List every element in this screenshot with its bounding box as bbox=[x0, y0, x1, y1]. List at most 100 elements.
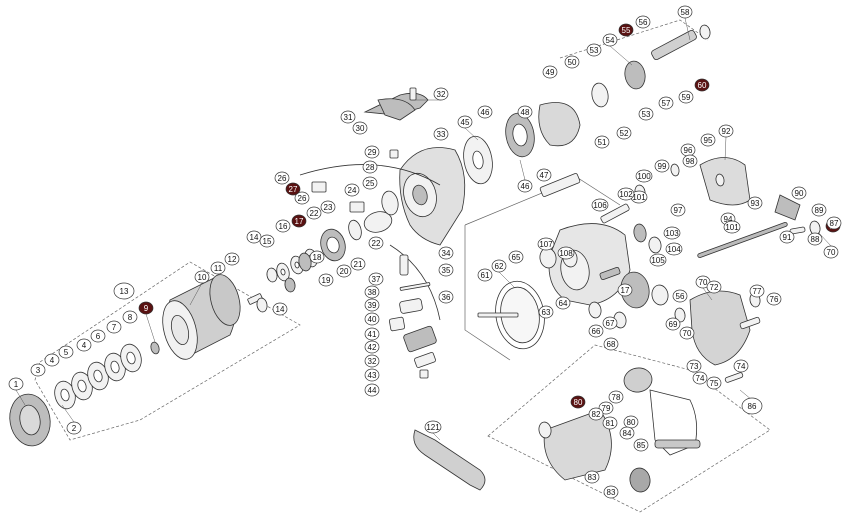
part-label-106: 106 bbox=[591, 198, 609, 212]
part-label-text: 24 bbox=[348, 186, 357, 195]
pinion-group-line bbox=[559, 19, 709, 59]
part-label-67: 67 bbox=[602, 316, 618, 330]
part-label-text: 43 bbox=[368, 371, 377, 380]
part-label-badge bbox=[678, 90, 694, 104]
part-label-95: 95 bbox=[700, 133, 716, 147]
screw-43 bbox=[419, 369, 429, 379]
part-label-badge bbox=[638, 107, 654, 121]
part-label-badge bbox=[364, 340, 380, 354]
screw-74 bbox=[739, 316, 761, 330]
part-label-text: 9 bbox=[144, 304, 149, 313]
part-label-text: 39 bbox=[368, 301, 377, 310]
part-label-text: 14 bbox=[250, 233, 259, 242]
part-label-74: 74 bbox=[692, 371, 708, 385]
part-label-text: 46 bbox=[481, 108, 490, 117]
part-label-19: 19 bbox=[318, 273, 334, 287]
part-label-text: 83 bbox=[607, 488, 616, 497]
oscillation-washer bbox=[651, 284, 669, 306]
part-label-105: 105 bbox=[649, 253, 667, 267]
part-label-badge bbox=[8, 377, 24, 391]
part-label-48: 48 bbox=[517, 105, 533, 119]
part-label-badge bbox=[344, 183, 360, 197]
part-label-text: 63 bbox=[542, 308, 551, 317]
screw-74b bbox=[724, 372, 744, 383]
part-label-badge bbox=[635, 169, 653, 183]
line-roller-shaft-37 bbox=[399, 254, 409, 276]
part-label-text: 77 bbox=[753, 287, 762, 296]
part-label-badge bbox=[224, 252, 240, 266]
part-label-56: 56 bbox=[635, 15, 651, 29]
part-label-text: 85 bbox=[637, 441, 646, 450]
part-label-badge bbox=[602, 316, 618, 330]
leader-line-8 bbox=[684, 17, 691, 41]
handle-cap-85 bbox=[629, 467, 651, 493]
part-label-badge bbox=[665, 242, 683, 256]
part-label-17: 17 bbox=[617, 283, 633, 297]
part-label-66: 66 bbox=[588, 324, 604, 338]
part-label-badge bbox=[807, 232, 823, 246]
part-label-92: 92 bbox=[718, 124, 734, 138]
part-label-badge bbox=[438, 290, 454, 304]
part-label-badge bbox=[586, 43, 602, 57]
part-label-49: 49 bbox=[542, 65, 558, 79]
part-label-108: 108 bbox=[557, 246, 575, 260]
part-label-text: 27 bbox=[289, 185, 298, 194]
part-label-badge bbox=[294, 191, 310, 205]
part-label-text: 20 bbox=[340, 267, 349, 276]
part-label-badge bbox=[106, 320, 122, 334]
leader-line-5 bbox=[464, 127, 479, 141]
part-label-badge bbox=[747, 196, 763, 210]
part-label-text: 70 bbox=[699, 278, 708, 287]
part-label-badge bbox=[588, 407, 604, 421]
part-label-text: 53 bbox=[642, 110, 651, 119]
part-label-78: 78 bbox=[608, 390, 624, 404]
drag-washer-hole-4 bbox=[126, 351, 136, 365]
part-label-text: 93 bbox=[751, 199, 760, 208]
leader-line-0 bbox=[15, 389, 26, 406]
part-label-25: 25 bbox=[362, 176, 378, 190]
washer-26 bbox=[311, 181, 327, 193]
part-label-text: 5 bbox=[64, 348, 69, 357]
part-label-badge bbox=[537, 237, 555, 251]
part-label-4: 4 bbox=[76, 338, 92, 352]
part-label-text: 104 bbox=[667, 245, 681, 254]
part-label-text: 47 bbox=[540, 171, 549, 180]
part-label-15: 15 bbox=[259, 234, 275, 248]
part-label-badge bbox=[591, 198, 609, 212]
part-label-text: 86 bbox=[748, 402, 757, 411]
part-label-41: 41 bbox=[364, 327, 380, 341]
part-label-98: 98 bbox=[682, 154, 698, 168]
part-label-badge bbox=[477, 105, 493, 119]
part-label-badge bbox=[564, 55, 580, 69]
bearing-retainer-49 bbox=[538, 102, 581, 147]
part-label-26: 26 bbox=[274, 171, 290, 185]
part-label-text: 38 bbox=[368, 288, 377, 297]
leader-line-14 bbox=[724, 136, 727, 161]
part-label-text: 70 bbox=[683, 329, 692, 338]
pinion-shaft-57 bbox=[651, 29, 697, 61]
part-label-40: 40 bbox=[364, 312, 380, 326]
part-label-23: 23 bbox=[320, 200, 336, 214]
part-label-text: 16 bbox=[279, 222, 288, 231]
parts-layer bbox=[9, 19, 821, 513]
part-label-text: 56 bbox=[639, 18, 648, 27]
part-label-text: 95 bbox=[704, 136, 713, 145]
part-label-2: 2 bbox=[66, 421, 82, 435]
leader-line-6 bbox=[519, 159, 526, 181]
part-label-text: 35 bbox=[442, 266, 451, 275]
part-label-83: 83 bbox=[584, 470, 600, 484]
part-label-85: 85 bbox=[633, 438, 649, 452]
part-label-badge bbox=[692, 371, 708, 385]
part-label-42: 42 bbox=[364, 340, 380, 354]
part-label-text: 23 bbox=[324, 203, 333, 212]
handle-knob-81 bbox=[543, 409, 612, 481]
rotor-hub bbox=[412, 184, 428, 206]
drag-washer-hole-2 bbox=[93, 369, 103, 383]
part-label-62: 62 bbox=[491, 259, 507, 273]
body-stem-top bbox=[539, 173, 581, 197]
part-label-text: 66 bbox=[592, 327, 601, 336]
part-label-11: 11 bbox=[210, 261, 226, 275]
part-label-text: 41 bbox=[368, 330, 377, 339]
part-label-20: 20 bbox=[336, 264, 352, 278]
part-label-text: 62 bbox=[495, 262, 504, 271]
